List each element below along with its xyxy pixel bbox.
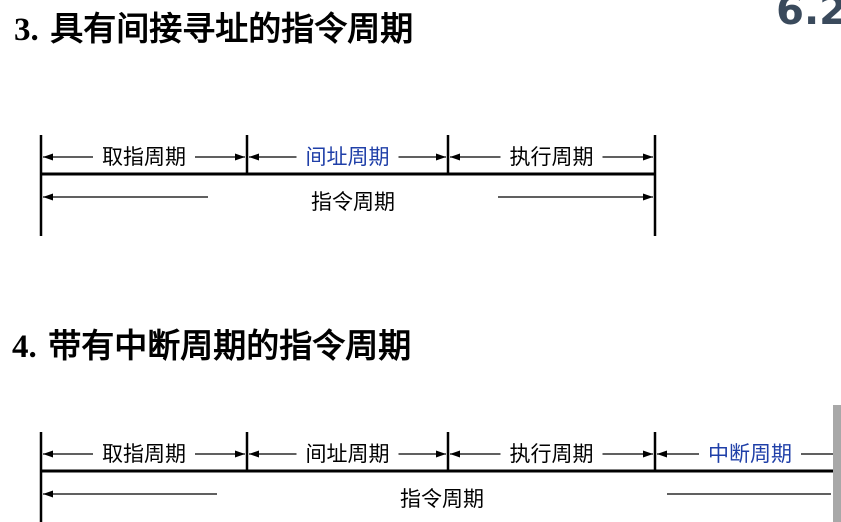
- section-4-heading: 4. 带有中断周期的指令周期: [12, 319, 411, 367]
- diagram-4-segment-label: 中断周期: [708, 442, 792, 466]
- diagram-4-total-label: 指令周期: [400, 487, 484, 511]
- diagram-4-segment-arrowhead: [43, 450, 53, 458]
- diagram-3-segment-arrowhead: [249, 153, 259, 161]
- diagram-3-segment-arrowhead: [436, 153, 446, 161]
- section-3-heading: 3. 具有间接寻址的指令周期: [14, 2, 413, 50]
- section-3-number: 3.: [14, 12, 39, 48]
- scroll-edge-bar: [833, 405, 841, 522]
- section-4-title: 带有中断周期的指令周期: [48, 326, 412, 365]
- diagram-3-segment-label: 间址周期: [306, 145, 390, 169]
- diagram-4-segment-label: 间址周期: [306, 442, 390, 466]
- corner-section-number: 6.2: [776, 0, 841, 34]
- diagram-4-total-arrowhead: [43, 490, 53, 498]
- diagram-4-segment-arrowhead: [436, 450, 446, 458]
- diagram-4-segment-arrowhead: [235, 450, 245, 458]
- diagram-4-segment-arrowhead: [450, 450, 460, 458]
- diagram-3-segment-label: 取指周期: [102, 145, 186, 169]
- diagram-3-total-arrowhead: [643, 193, 653, 201]
- diagram-4-segment-arrowhead: [657, 450, 667, 458]
- diagram-4-segment-arrowhead: [249, 450, 259, 458]
- diagram-4-segment-label: 取指周期: [102, 442, 186, 466]
- diagram-3-total-label: 指令周期: [311, 190, 395, 214]
- diagram-3-segment-arrowhead: [235, 153, 245, 161]
- diagram-3-segment-arrowhead: [643, 153, 653, 161]
- diagram-3-segment-arrowhead: [43, 153, 53, 161]
- diagram-3-segment-label: 执行周期: [510, 145, 594, 169]
- diagram-4-segment-arrowhead: [643, 450, 653, 458]
- diagram-3-segment-arrowhead: [450, 153, 460, 161]
- diagram-3-total-arrowhead: [43, 193, 53, 201]
- section-4-number: 4.: [12, 329, 37, 365]
- section-3-title: 具有间接寻址的指令周期: [50, 9, 414, 48]
- diagram-4-segment-label: 执行周期: [510, 442, 594, 466]
